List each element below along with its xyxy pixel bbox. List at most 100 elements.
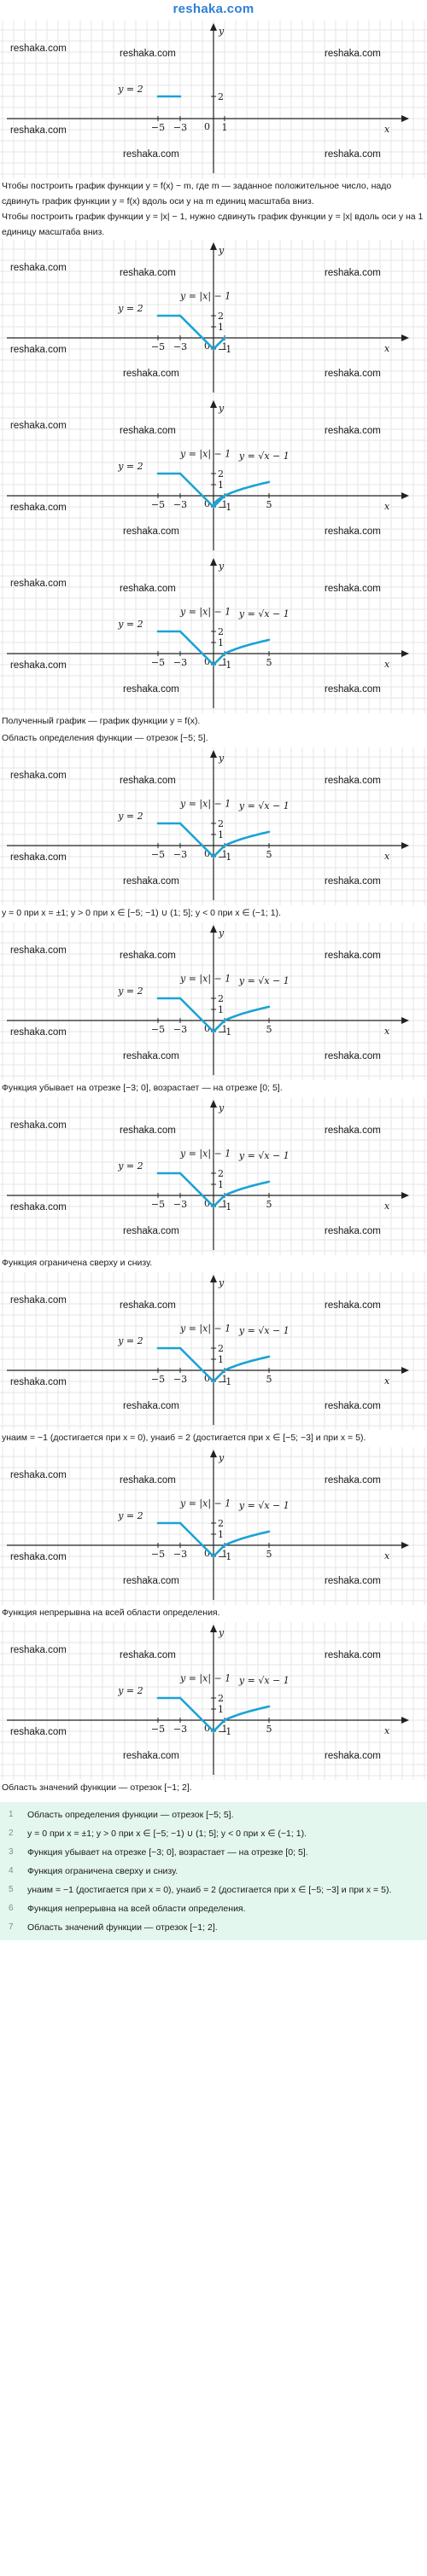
grid	[0, 555, 427, 713]
function-curve	[223, 1355, 271, 1372]
x-axis-arrow	[401, 492, 409, 499]
site-logo[interactable]: reshaka.com	[173, 2, 254, 16]
watermark: reshaka.com	[120, 1650, 176, 1660]
origin-label: 0	[204, 498, 210, 509]
y-axis-arrow	[210, 750, 217, 758]
summary-item: 5 yнаим = −1 (достигается при x = 0), yн…	[3, 1881, 422, 1899]
function-label-sqrt: y = √x − 1	[238, 1675, 290, 1686]
origin-label: 0	[204, 1023, 210, 1034]
summary-number: 6	[9, 1904, 14, 1913]
function-curve	[223, 1005, 271, 1022]
x-tick-label: 1	[222, 122, 228, 133]
function-label-const: y = 2	[117, 811, 143, 822]
y-tick-label: 1	[218, 1529, 224, 1540]
y-axis-arrow	[210, 925, 217, 933]
x-tick-label: −5	[151, 1724, 165, 1735]
watermark: reshaka.com	[325, 584, 381, 594]
watermark: reshaka.com	[10, 945, 67, 956]
x-axis-label: x	[384, 851, 390, 862]
watermark: reshaka.com	[10, 1645, 67, 1655]
summary-number: 5	[9, 1885, 14, 1894]
y-tick-label: 2	[218, 1518, 224, 1529]
x-tick-label: 5	[266, 1024, 272, 1035]
x-tick-label: −5	[151, 499, 165, 510]
summary-text: Область значений функции — отрезок [−1; …	[27, 1922, 218, 1933]
watermark: reshaka.com	[325, 1401, 381, 1411]
paragraph-range: Область значений функции — отрезок [−1; …	[2, 1782, 192, 1793]
summary-number: 3	[9, 1847, 14, 1857]
watermark: reshaka.com	[123, 1401, 179, 1411]
x-tick-label: 5	[266, 499, 272, 510]
paragraph-shift-rule: Чтобы построить график функции y = f(x) …	[2, 181, 392, 206]
y-tick-label: 1	[218, 1354, 224, 1365]
function-label-const: y = 2	[117, 1335, 143, 1346]
summary-item: 2 y = 0 при x = ±1; y > 0 при x ∈ [−5; −…	[3, 1824, 422, 1843]
watermark: reshaka.com	[120, 49, 176, 59]
y-tick-label: 1	[218, 637, 224, 648]
watermark: reshaka.com	[325, 426, 381, 436]
y-tick-label: 1	[218, 322, 224, 333]
summary-number: 7	[9, 1922, 14, 1932]
watermark: reshaka.com	[325, 684, 381, 695]
watermark: reshaka.com	[325, 526, 381, 537]
y-tick-label: −1	[218, 344, 231, 355]
x-axis-label: x	[384, 124, 390, 135]
function-label-const: y = 2	[117, 619, 143, 630]
y-tick-label: 1	[218, 1004, 224, 1015]
watermark: reshaka.com	[120, 268, 176, 278]
function-curve	[223, 1705, 271, 1722]
summary-item: 7 Область значений функции — отрезок [−1…	[3, 1918, 422, 1937]
x-tick-label: −5	[151, 849, 165, 860]
x-tick-label: −3	[173, 1374, 187, 1385]
function-label-const: y = 2	[117, 1510, 143, 1521]
paragraph-domain: Область определения функции — отрезок [−…	[2, 733, 208, 743]
watermark: reshaka.com	[325, 1751, 381, 1761]
y-tick-label: −1	[218, 502, 231, 513]
origin-label: 0	[204, 1548, 210, 1559]
watermark: reshaka.com	[10, 1202, 67, 1212]
watermark: reshaka.com	[325, 1475, 381, 1486]
y-axis-label: y	[218, 753, 225, 764]
watermark: reshaka.com	[325, 49, 381, 59]
y-axis-label: y	[218, 1452, 225, 1463]
y-axis-label: y	[218, 1627, 225, 1638]
x-tick-label: −5	[151, 1199, 165, 1210]
function-label-sqrt: y = √x − 1	[238, 1150, 290, 1161]
summary-item: 3 Функция убывает на отрезке [−3; 0], во…	[3, 1843, 422, 1862]
watermark: reshaka.com	[10, 579, 67, 589]
function-label-abs: y = |x| − 1	[179, 974, 231, 986]
watermark: reshaka.com	[325, 268, 381, 278]
function-label-const: y = 2	[117, 461, 143, 472]
summary-item: 1 Область определения функции — отрезок …	[3, 1806, 422, 1824]
x-axis-label: x	[384, 1375, 390, 1387]
x-axis-arrow	[401, 1017, 409, 1024]
function-label-const: y = 2	[117, 84, 143, 95]
y-tick-label: −1	[218, 1726, 231, 1737]
x-tick-label: 1	[222, 1549, 228, 1560]
function-curve	[178, 1172, 226, 1208]
x-tick-label: 1	[222, 1024, 228, 1035]
x-tick-label: −3	[173, 1024, 187, 1035]
watermark: reshaka.com	[325, 149, 381, 160]
origin-label: 0	[204, 340, 210, 352]
watermark: reshaka.com	[123, 1576, 179, 1586]
y-tick-label: 1	[218, 480, 224, 491]
x-tick-label: 5	[266, 1549, 272, 1560]
x-axis-label: x	[384, 501, 390, 512]
function-label-const: y = 2	[117, 1685, 143, 1696]
x-tick-label: −5	[151, 1024, 165, 1035]
y-axis-arrow	[210, 1100, 217, 1108]
paragraph-bounded: Функция ограничена сверху и снизу.	[2, 1258, 153, 1268]
watermark: reshaka.com	[325, 1576, 381, 1586]
function-curve	[178, 1521, 226, 1558]
watermark: reshaka.com	[10, 263, 67, 273]
function-label-abs: y = |x| − 1	[179, 1148, 231, 1160]
x-tick-label: −5	[151, 1374, 165, 1385]
